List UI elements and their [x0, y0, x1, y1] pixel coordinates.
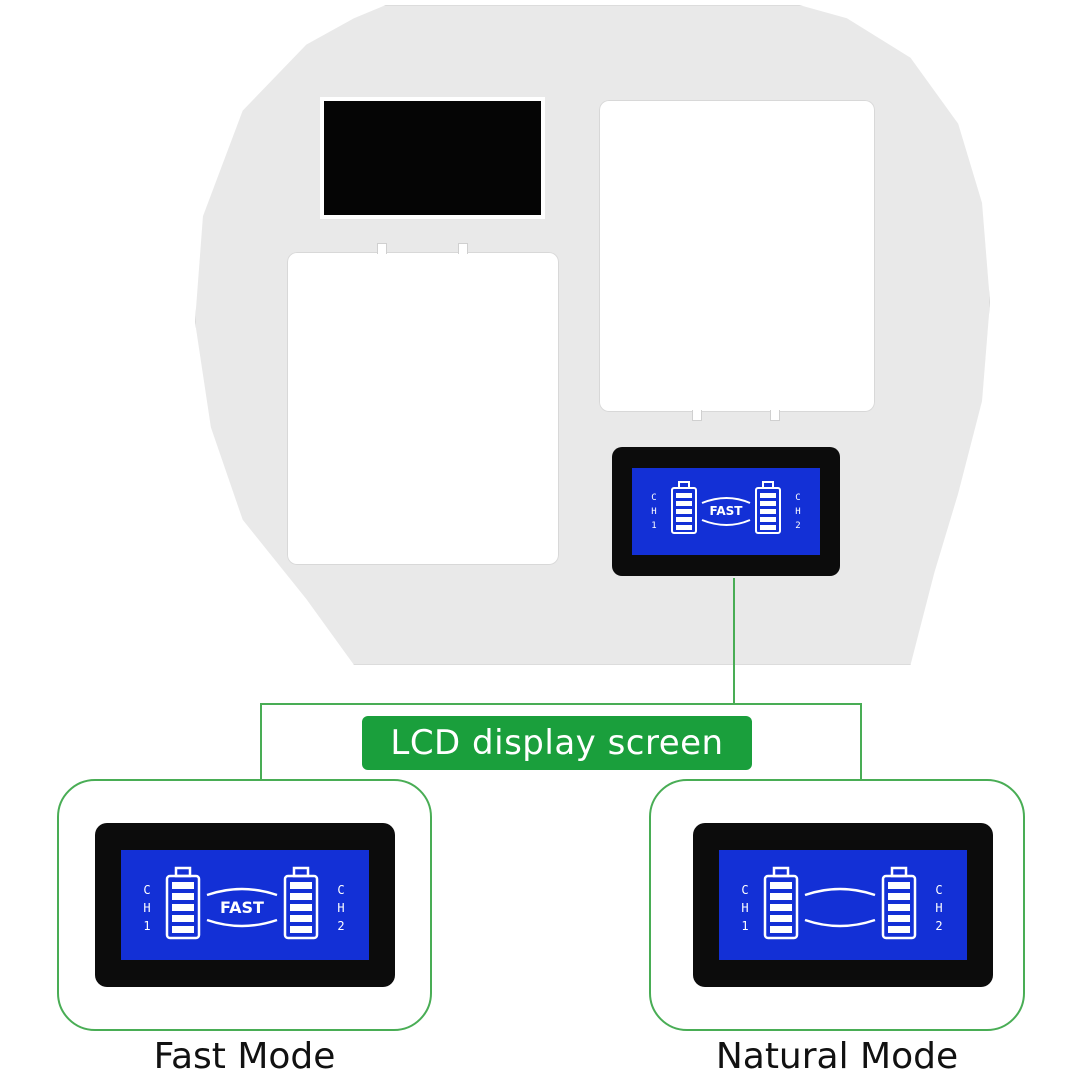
device-lcd-screen: FAST C H 1 C H 2	[632, 468, 820, 555]
device-lcd-fast-text: FAST	[710, 504, 744, 518]
battery-slot-right	[599, 100, 875, 412]
ch-label-char: 2	[337, 919, 344, 933]
device-lcd-frame: FAST C H 1 C H 2	[612, 447, 840, 576]
ch-label-char: 1	[651, 521, 656, 531]
fast-indicator-text: FAST	[220, 898, 264, 917]
mode-card-fast: FAST C H 1 C H 2	[57, 779, 432, 1031]
ch-label-char: 2	[935, 919, 942, 933]
callout-line	[260, 703, 862, 705]
natural-mode-graphic: C H 1 C H 2	[741, 866, 943, 940]
mode-lcd-frame: FAST C H 1 C H 2	[95, 823, 395, 987]
ch-label-char: 2	[795, 521, 800, 531]
ch-label-char: H	[741, 901, 748, 915]
slot-tab	[770, 410, 780, 421]
ch-label-char: H	[651, 507, 656, 517]
slot-tab	[458, 243, 468, 254]
ch-label-char: H	[337, 901, 344, 915]
slot-tab	[377, 243, 387, 254]
charger-screen-black	[320, 97, 545, 219]
ch-label-char: 1	[143, 919, 150, 933]
ch-label-char: H	[143, 901, 150, 915]
mode-lcd-screen: C H 1 C H 2	[719, 850, 967, 960]
ch-label-char: C	[337, 883, 344, 897]
ch-label-char: 1	[741, 919, 748, 933]
fast-mode-graphic: FAST C H 1 C H 2	[143, 866, 345, 940]
mode-card-natural: C H 1 C H 2	[649, 779, 1025, 1031]
slot-tab	[692, 410, 702, 421]
device-lcd-graphic: FAST C H 1 C H 2	[651, 481, 801, 534]
ch-label-char: C	[143, 883, 150, 897]
mode-lcd-frame: C H 1 C H 2	[693, 823, 993, 987]
natural-mode-caption: Natural Mode	[715, 1036, 959, 1077]
callout-line	[260, 703, 262, 779]
mode-lcd-screen: FAST C H 1 C H 2	[121, 850, 369, 960]
battery-slot-left	[287, 252, 559, 565]
ch-label-char: C	[935, 883, 942, 897]
ch-label-char: H	[935, 901, 942, 915]
lcd-display-label: LCD display screen	[362, 716, 752, 770]
fast-mode-caption: Fast Mode	[153, 1036, 336, 1077]
ch-label-char: C	[795, 493, 800, 503]
ch-label-char: C	[741, 883, 748, 897]
ch-label-char: H	[795, 507, 800, 517]
callout-line	[733, 578, 735, 704]
callout-line	[860, 703, 862, 779]
ch-label-char: C	[651, 493, 656, 503]
